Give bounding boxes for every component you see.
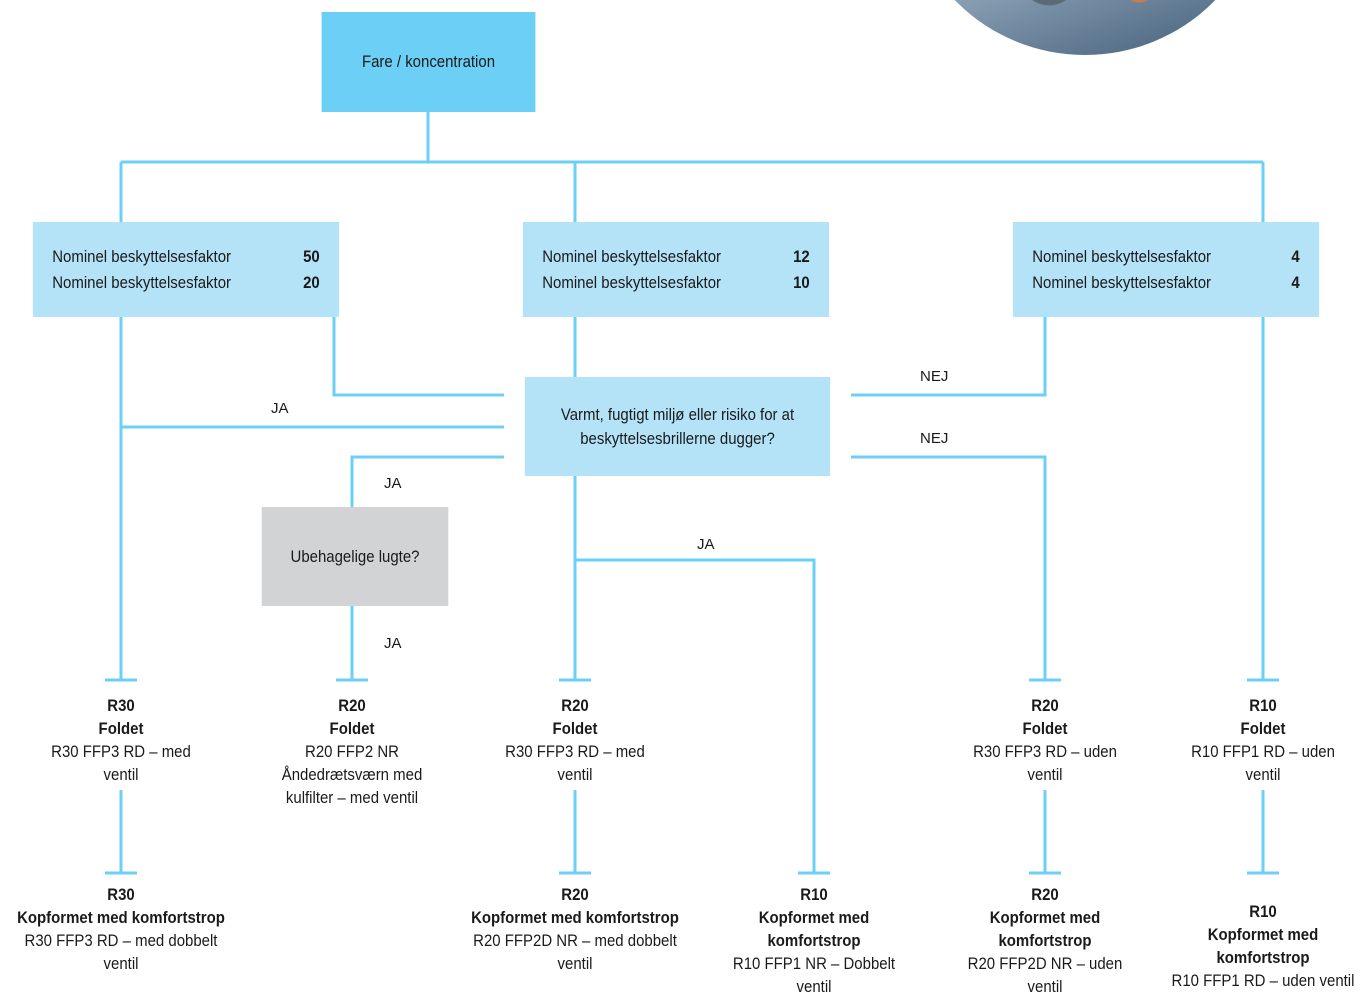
factor-row: Nominel beskyttelsesfaktor 10 xyxy=(542,270,810,296)
humid-question-box: Varmt, fugtigt miljø eller risiko for at… xyxy=(524,377,831,476)
result-kind: Foldet xyxy=(1240,719,1286,738)
smell-question-box: Ubehagelige lugte? xyxy=(261,507,449,606)
result-kopformet-r10-mid: R10 Kopformet med komfortstrop R10 FFP1 … xyxy=(730,883,897,998)
edge-label-ja: JA xyxy=(384,635,402,652)
result-kopformet-r30: R30 Kopformet med komfortstrop R30 FFP3 … xyxy=(15,883,226,975)
edge-label-ja: JA xyxy=(384,475,402,492)
factor-row: Nominel beskyttelsesfaktor 4 xyxy=(1032,270,1300,296)
edge-label-nej: NEJ xyxy=(920,368,949,385)
result-desc: R10 FFP1 RD – uden ventil xyxy=(1171,971,1355,990)
result-code: R20 xyxy=(1031,885,1059,904)
result-code: R10 xyxy=(1249,902,1277,921)
factor-box-low: Nominel beskyttelsesfaktor 4 Nominel besk… xyxy=(1012,222,1320,317)
result-foldet-r30: R30 Foldet R30 FFP3 RD – med ventil xyxy=(33,694,209,786)
factor-label: Nominel beskyttelsesfaktor xyxy=(52,272,232,292)
result-kind: Foldet xyxy=(329,719,375,738)
factor-label: Nominel beskyttelsesfaktor xyxy=(542,272,722,292)
result-code: R20 xyxy=(338,696,366,715)
edge-label-ja: JA xyxy=(697,536,715,553)
connector-left-to-question xyxy=(332,317,504,397)
result-desc: R30 FFP3 RD – med ventil xyxy=(51,742,191,784)
root-hazard-box: Fare / koncentration xyxy=(321,12,536,112)
edge-label-ja: JA xyxy=(271,400,289,417)
factor-value: 12 xyxy=(793,246,810,266)
factor-value: 4 xyxy=(1291,246,1300,266)
factor-row: Nominel beskyttelsesfaktor 20 xyxy=(52,270,320,296)
result-code: R10 xyxy=(1249,696,1277,715)
result-desc: R20 FFP2D NR – uden ventil xyxy=(967,954,1123,996)
result-kind: Kopformet med komfortstrop xyxy=(989,908,1101,950)
factor-value: 50 xyxy=(303,246,320,266)
result-kind: Kopformet med komfortstrop xyxy=(758,908,870,950)
result-foldet-r20: R20 Foldet R30 FFP3 RD – med ventil xyxy=(487,694,663,786)
factor-value: 10 xyxy=(793,272,810,292)
connector-root xyxy=(119,112,1265,222)
end-bars xyxy=(105,678,1279,875)
factor-label: Nominel beskyttelsesfaktor xyxy=(1032,246,1212,266)
factor-value: 20 xyxy=(303,272,320,292)
result-foldet-r20-carbon: R20 Foldet R20 FFP2 NR Åndedrætsværn med… xyxy=(260,694,445,809)
factor-box-high: Nominel beskyttelsesfaktor 50 Nominel bes… xyxy=(32,222,340,317)
result-code: R30 xyxy=(107,696,135,715)
connector-right-to-question xyxy=(851,317,1047,397)
factor-box-medium: Nominel beskyttelsesfaktor 12 Nominel bes… xyxy=(522,222,830,317)
result-code: R20 xyxy=(1031,696,1059,715)
result-desc: R10 FFP1 NR – Dobbelt ventil xyxy=(732,954,896,996)
result-desc: R30 FFP3 RD – med ventil xyxy=(505,742,645,784)
result-kind: Foldet xyxy=(552,719,598,738)
edge-label-nej: NEJ xyxy=(920,430,949,447)
connector-ja-smell xyxy=(350,455,504,507)
humid-question-line2: beskyttelsesbrillerne dugger? xyxy=(580,428,775,448)
result-kind: Foldet xyxy=(1022,719,1068,738)
result-code: R30 xyxy=(107,885,135,904)
factor-label: Nominel beskyttelsesfaktor xyxy=(1032,272,1212,292)
result-kopformet-r10-right: R10 Kopformet med komfortstrop R10 FFP1 … xyxy=(1171,900,1356,992)
result-foldet-r20-right: R20 Foldet R30 FFP3 RD – uden ventil xyxy=(957,694,1133,786)
result-desc: R30 FFP3 RD – uden ventil xyxy=(973,742,1117,784)
result-foldet-r10: R10 Foldet R10 FFP1 RD – uden ventil xyxy=(1175,694,1351,786)
result-desc: R10 FFP1 RD – uden ventil xyxy=(1191,742,1335,784)
factor-value: 4 xyxy=(1291,272,1300,292)
humid-question-line1: Varmt, fugtigt miljø eller risiko for at xyxy=(560,404,795,424)
result-code: R10 xyxy=(800,885,828,904)
result-desc: R30 FFP3 RD – med dobbelt ventil xyxy=(24,931,218,973)
result-kopformet-r20-right: R20 Kopformet med komfortstrop R20 FFP2D… xyxy=(966,883,1124,998)
result-kind: Foldet xyxy=(98,719,144,738)
factor-label: Nominel beskyttelsesfaktor xyxy=(542,246,722,266)
result-desc: R20 FFP2D NR – med dobbelt ventil xyxy=(473,931,677,973)
result-kind: Kopformet med komfortstrop xyxy=(471,908,679,927)
connector-nej-right xyxy=(851,455,1047,680)
result-code: R20 xyxy=(561,696,589,715)
result-desc: R20 FFP2 NR Åndedrætsværn med kulfilter … xyxy=(281,742,423,807)
factor-label: Nominel beskyttelsesfaktor xyxy=(52,246,232,266)
factor-row: Nominel beskyttelsesfaktor 4 xyxy=(1032,244,1300,270)
result-kopformet-r20: R20 Kopformet med komfortstrop R20 FFP2D… xyxy=(469,883,680,975)
smell-question-label: Ubehagelige lugte? xyxy=(290,546,420,566)
result-code: R20 xyxy=(561,885,589,904)
factor-row: Nominel beskyttelsesfaktor 50 xyxy=(52,244,320,270)
result-kind: Kopformet med komfortstrop xyxy=(1207,925,1319,967)
root-hazard-label: Fare / koncentration xyxy=(361,52,496,71)
factor-row: Nominel beskyttelsesfaktor 12 xyxy=(542,244,810,270)
connector-ja-mid xyxy=(575,558,816,873)
result-kind: Kopformet med komfortstrop xyxy=(17,908,225,927)
